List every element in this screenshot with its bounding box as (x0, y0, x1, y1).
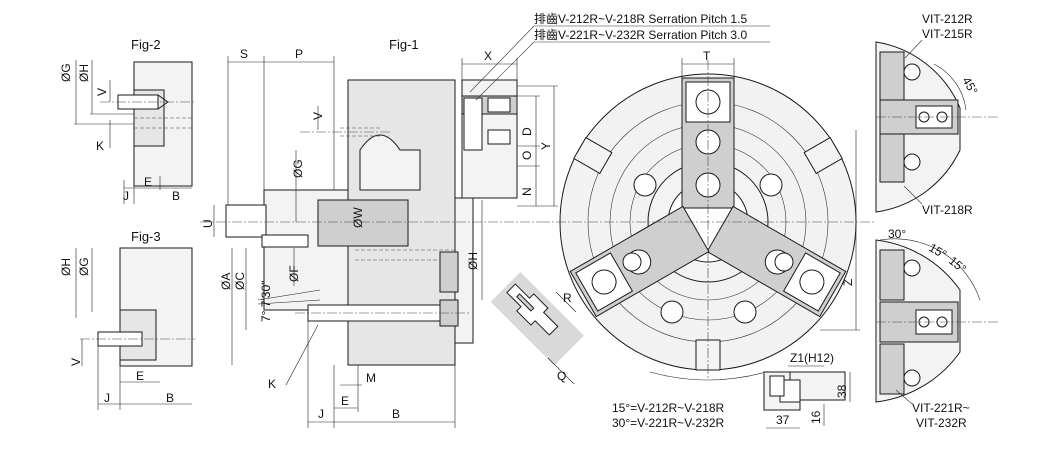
fig1-dim-U: U (201, 219, 215, 228)
tslot-dim-Z1: Z1(H12) (790, 351, 834, 365)
fig3-dim-G: ØG (77, 257, 91, 276)
fig2-title: Fig-2 (131, 37, 161, 52)
fig3-title: Fig-3 (131, 229, 161, 244)
tslot-section: Z1(H12) 38 16 37 (763, 351, 851, 429)
serration-notes: 排齒V-212R~V-218R Serration Pitch 1.5 排齒V-… (469, 12, 770, 101)
jaw-dim-Q: Q (557, 369, 566, 383)
fig1-spigot (225, 204, 267, 238)
angle-45: 45° (959, 75, 980, 98)
fig1-dim-A: ØA (219, 273, 233, 290)
fig1-drawtube (317, 199, 409, 247)
angle-note-1: 15°=V-212R~V-218R (612, 401, 725, 415)
front-dim-Z: Z (841, 279, 855, 286)
fig2-view: Fig-2 ØG ØH V K J E B (59, 37, 195, 204)
partial-view-top: 45° VIT-212R VIT-215R VIT-218R (875, 12, 1000, 217)
fig1-dim-P: P (295, 47, 303, 61)
angle-15a: 15° (927, 240, 950, 261)
fig1-dim-O: O (520, 151, 534, 160)
fig1-dim-K: K (268, 377, 276, 391)
fig1-taper-angle: 7° 7'30" (259, 281, 273, 322)
front-view: T Z 15°=V-212R~V-218R 30°=V-221R~V-232R (540, 49, 875, 430)
fig2-dim-B: B (172, 189, 180, 203)
fig1-title: Fig-1 (389, 37, 419, 52)
fig1-dim-B: B (392, 407, 400, 421)
fig1-dim-X: X (484, 49, 492, 63)
fig2-dim-G: ØG (59, 63, 73, 82)
angle-30: 30° (888, 227, 906, 241)
serration-note-1: 排齒V-212R~V-218R Serration Pitch 1.5 (534, 12, 747, 26)
tslot-dim-16: 16 (809, 410, 823, 424)
fig1-dim-V: V (311, 112, 325, 120)
tslot-dim-37: 37 (776, 413, 790, 427)
fig3-dim-B: B (166, 391, 174, 405)
fig1-dim-Y: Y (539, 142, 553, 150)
fig2-dim-J: J (123, 189, 129, 203)
fig1-dim-W: ØW (351, 207, 365, 228)
fig3-dim-E: E (136, 369, 144, 383)
jaw-detail (490, 272, 584, 366)
fig3-view: Fig-3 ØH ØG V E J B (59, 229, 195, 410)
partial-view-bottom: 30° 15° 15° VIT-221R~ VIT-232R (875, 227, 1000, 430)
fig1-dim-D: D (520, 127, 534, 136)
variant-mid: VIT-218R (922, 203, 973, 217)
fig1-dim-F: ØF (287, 265, 301, 282)
variant-top-b: VIT-215R (922, 27, 973, 41)
variant-bottom-b: VIT-232R (916, 416, 967, 430)
tslot-dim-38: 38 (835, 384, 849, 398)
fig3-dim-H: ØH (59, 258, 73, 276)
fig1-dim-N: N (520, 187, 534, 196)
jaw-dim-R: R (563, 291, 572, 305)
fig1-dim-M: M (366, 371, 376, 385)
fig1-dim-G: ØG (291, 159, 305, 178)
fig1-view: Fig-1 S P (200, 37, 558, 428)
fig2-dim-V: V (95, 88, 109, 96)
fig3-dim-J: J (104, 391, 110, 405)
fig1-dim-C: ØC (233, 272, 247, 290)
fig1-dim-E: E (341, 394, 349, 408)
serration-note-2: 排齒V-221R~V-232R Serration Pitch 3.0 (534, 28, 747, 42)
variant-top-a: VIT-212R (922, 12, 973, 26)
angle-note-2: 30°=V-221R~V-232R (612, 416, 725, 430)
variant-bottom-a: VIT-221R~ (912, 401, 970, 415)
fig1-dim-H: ØH (466, 252, 480, 270)
fig1-dim-J: J (318, 407, 324, 421)
front-dim-T: T (703, 49, 711, 63)
fig2-dim-E: E (144, 175, 152, 189)
fig2-dim-K: K (96, 139, 104, 153)
fig3-dim-V: V (69, 358, 83, 366)
fig1-drawbar (261, 234, 309, 248)
fig1-dim-S: S (240, 47, 248, 61)
fig2-dim-H: ØH (77, 64, 91, 82)
